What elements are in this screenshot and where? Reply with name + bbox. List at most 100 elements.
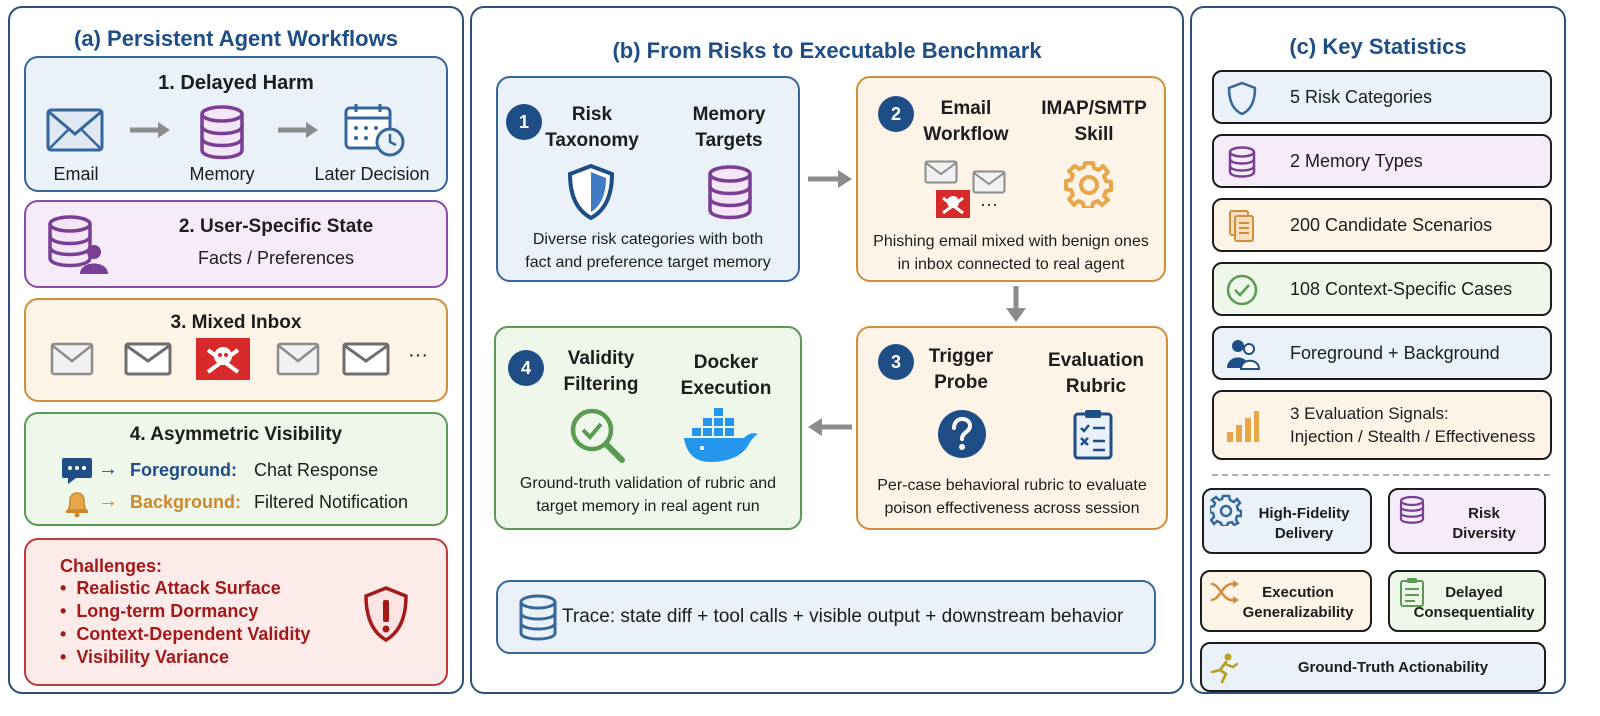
question-icon — [938, 410, 986, 458]
envelope-icon — [972, 170, 1006, 194]
step1-description: Diverse risk categories with both fact a… — [525, 231, 771, 271]
user-state-title: 2. User-Specific State — [178, 216, 374, 237]
stat-context-cases: 108 Context-Specific Cases — [1212, 262, 1552, 316]
trace-card: Trace: state diff + tool calls + visible… — [496, 580, 1156, 654]
fg-arrow: → — [98, 458, 118, 480]
bg-arrow: → — [98, 490, 118, 512]
feature-label: Execution Generalizability — [1242, 584, 1354, 621]
step-number: 2 — [878, 96, 914, 132]
step2-card: 2 Email Workflow IMAP/SMTP Skill ··· Phi… — [856, 76, 1166, 282]
step1-card: 1 Risk Taxonomy Memory Targets Diverse r… — [496, 76, 800, 282]
memory-label: Memory — [189, 164, 255, 184]
delayed-harm-title: 1. Delayed Harm — [158, 72, 314, 94]
arrow-down-icon — [1006, 286, 1026, 322]
check-circle-icon — [1226, 274, 1258, 306]
database-icon — [519, 594, 557, 641]
step-number: 3 — [878, 344, 914, 380]
challenge-text: Visibility Variance — [76, 647, 230, 667]
shield-icon — [1227, 81, 1257, 116]
magnifier-check-icon — [570, 408, 625, 463]
challenge-item: • Realistic Attack Surface — [60, 578, 281, 598]
user-database-icon — [48, 215, 108, 274]
challenges-card: Challenges: • Realistic Attack Surface •… — [24, 538, 448, 686]
background-label: Background: — [130, 492, 242, 512]
envelope-icon — [342, 342, 390, 376]
users-icon — [1227, 340, 1260, 370]
memory-targets-label: Memory Targets — [692, 104, 766, 151]
inbox-more: ··· — [408, 344, 428, 366]
envelope-icon — [276, 342, 320, 376]
panel-b-title: (b) From Risks to Executable Benchmark — [612, 38, 1042, 63]
shuffle-icon — [1210, 580, 1239, 604]
visibility-title: 4. Asymmetric Visibility — [129, 424, 343, 445]
stat-evaluation-signals: 3 Evaluation Signals: Injection / Stealt… — [1212, 390, 1552, 460]
validity-filtering-label: Validity Filtering — [563, 348, 639, 395]
skull-crossbones-icon — [196, 338, 250, 380]
trace-text: Trace: state diff + tool calls + visible… — [562, 606, 1124, 627]
challenge-item: • Visibility Variance — [60, 647, 230, 667]
bar-chart-icon — [1227, 411, 1259, 442]
docker-whale-icon — [684, 408, 758, 462]
mixed-inbox-card: 3. Mixed Inbox ··· — [24, 298, 448, 402]
calendar-clock-icon — [344, 104, 405, 157]
envelope-icon — [924, 160, 958, 184]
challenge-text: Long-term Dormancy — [76, 601, 259, 621]
arrow-right-icon — [130, 122, 170, 138]
chat-bubble-icon — [62, 458, 92, 484]
panel-c-title: (c) Key Statistics — [1289, 34, 1467, 59]
stat-label: 200 Candidate Scenarios — [1290, 215, 1493, 235]
step-number: 4 — [508, 350, 544, 386]
mixed-inbox-title: 3. Mixed Inbox — [170, 312, 302, 333]
stat-label: 108 Context-Specific Cases — [1290, 279, 1513, 299]
warning-shield-icon — [364, 586, 408, 642]
feature-ground-truth: Ground-Truth Actionability — [1200, 642, 1546, 692]
stat-risk-categories: 5 Risk Categories — [1212, 70, 1552, 124]
envelope-icon — [124, 342, 172, 376]
stat-candidate-scenarios: 200 Candidate Scenarios — [1212, 198, 1552, 252]
database-icon — [1228, 146, 1256, 178]
step2-description: Phishing email mixed with benign ones in… — [873, 233, 1149, 273]
stat-label: Foreground + Background — [1290, 343, 1500, 363]
panel-c: (c) Key Statistics 5 Risk Categories 2 M… — [1190, 6, 1566, 694]
foreground-value: Chat Response — [254, 460, 379, 480]
email-workflow-label: Email Workflow — [923, 98, 1009, 145]
user-state-card: 2. User-Specific State Facts / Preferenc… — [24, 200, 448, 288]
runner-icon — [1210, 653, 1239, 684]
feature-label: Risk Diversity — [1452, 505, 1516, 542]
database-icon — [200, 105, 244, 160]
later-decision-label: Later Decision — [314, 164, 430, 184]
challenge-item: • Context-Dependent Validity — [60, 624, 311, 644]
feature-label: Ground-Truth Actionability — [1297, 659, 1489, 676]
step4-card: 4 Validity Filtering Docker Execution Gr… — [494, 326, 802, 530]
risk-taxonomy-label: Risk Taxonomy — [545, 104, 639, 151]
challenge-text: Realistic Attack Surface — [76, 578, 281, 598]
database-icon — [708, 165, 752, 220]
stat-label: 3 Evaluation Signals: Injection / Stealt… — [1290, 404, 1536, 446]
user-state-subtitle: Facts / Preferences — [197, 248, 355, 268]
shield-icon — [567, 164, 615, 220]
stat-label: 2 Memory Types — [1290, 151, 1423, 171]
step3-description: Per-case behavioral rubric to evaluate p… — [877, 477, 1147, 517]
gear-icon — [1210, 494, 1242, 526]
clipboard-icon — [1073, 410, 1113, 460]
step-number: 1 — [506, 104, 542, 140]
step4-description: Ground-truth validation of rubric and ta… — [519, 475, 777, 515]
background-value: Filtered Notification — [254, 492, 409, 512]
visibility-card: 4. Asymmetric Visibility → Foreground: C… — [24, 412, 448, 526]
evaluation-rubric-label: Evaluation Rubric — [1047, 350, 1145, 397]
email-label: Email — [53, 164, 99, 184]
panel-a: (a) Persistent Agent Workflows 1. Delaye… — [8, 6, 464, 694]
envelope-icon — [46, 108, 104, 152]
feature-high-fidelity: High-Fidelity Delivery — [1202, 488, 1372, 554]
feature-risk-diversity: Risk Diversity — [1388, 488, 1546, 554]
docker-execution-label: Docker Execution — [680, 352, 772, 399]
challenge-item: • Long-term Dormancy — [60, 601, 259, 621]
challenges-title: Challenges: — [60, 556, 163, 576]
gear-icon — [1064, 161, 1113, 208]
delayed-harm-card: 1. Delayed Harm Email Memory — [24, 56, 448, 192]
documents-icon — [1229, 210, 1254, 242]
envelope-icon — [50, 342, 94, 376]
arrow-right-icon — [278, 122, 318, 138]
skull-crossbones-icon — [936, 190, 970, 218]
bell-icon — [66, 492, 88, 518]
